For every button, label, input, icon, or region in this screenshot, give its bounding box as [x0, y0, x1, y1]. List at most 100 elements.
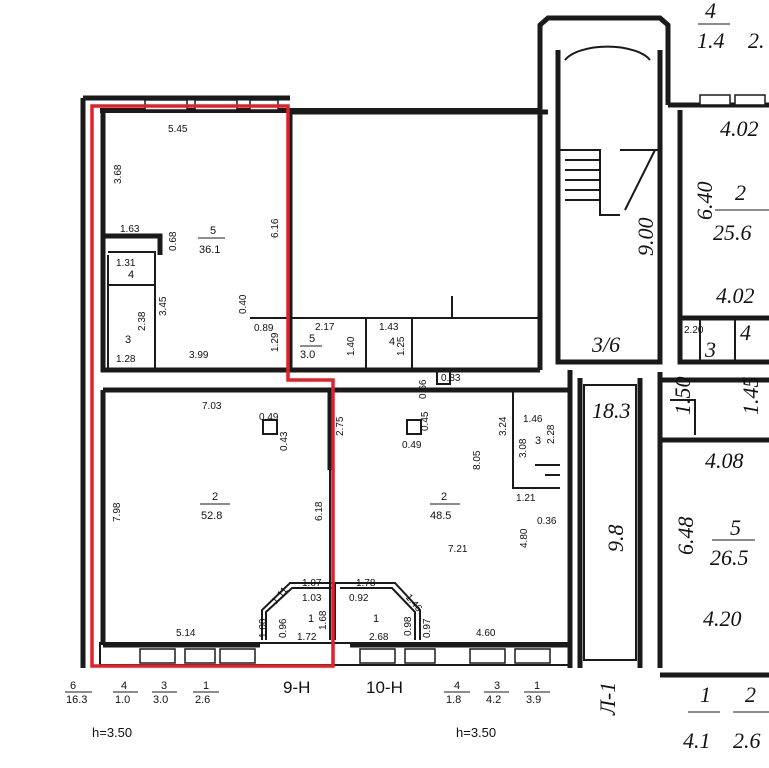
dim-308: 3.08 [518, 438, 529, 458]
right-walls [537, 15, 769, 678]
rb-room2-num: 2 [735, 180, 746, 205]
dim-217: 2.17 [315, 322, 335, 333]
rb-small-n3: 3 [704, 337, 716, 362]
dim-368: 3.68 [113, 164, 124, 184]
rb-room2-h: 6.40 [692, 182, 717, 221]
room-2b-area: 48.5 [430, 510, 451, 522]
room-4b-num: 4 [389, 336, 395, 348]
legend-l-2-num: 3 [161, 680, 167, 692]
legend-l-2-area: 3.0 [153, 694, 168, 706]
dim-111: 1.11 [270, 585, 291, 607]
rb-top-area2: 2. [748, 28, 765, 53]
rb-bottom-2-area: 2.6 [733, 728, 761, 753]
height-right: h=3.50 [456, 725, 496, 740]
dim-480: 4.80 [519, 528, 530, 548]
dim-238: 2.38 [137, 311, 148, 331]
height-left: h=3.50 [92, 725, 132, 740]
dim-097: 0.97 [422, 618, 433, 638]
rb-small-n2: 4 [740, 320, 751, 345]
legend-r-2-area: 3.9 [526, 694, 541, 706]
dim-268: 2.68 [369, 632, 389, 643]
dim-514: 5.14 [176, 628, 196, 639]
room-3a-num: 3 [125, 334, 131, 346]
rb-room2-w: 4.02 [720, 116, 759, 141]
rb-small-w: 4.02 [716, 283, 755, 308]
room-5a-area: 36.1 [199, 244, 220, 256]
dim-146: 1.46 [523, 414, 543, 425]
dim-068: 0.68 [168, 231, 179, 251]
rb-top-num: 4 [705, 0, 716, 23]
dim-460: 4.60 [476, 628, 496, 639]
rb-stair-num: 3/6 [591, 332, 620, 357]
rb-room5-area: 26.5 [710, 545, 749, 570]
dim-163: 1.63 [120, 224, 140, 235]
rb-bottom-1-area: 4.1 [683, 728, 711, 753]
rb-room2-area: 25.6 [713, 220, 752, 245]
unit-9n-highlight [90, 104, 335, 668]
rb-room5-w: 4.08 [705, 448, 744, 473]
dim-178: 1.78 [356, 578, 376, 589]
main-walls [80, 95, 573, 668]
legend-l-0-area: 16.3 [66, 694, 87, 706]
room-labels: 5 36.1 4 3 5 3.0 4 2 52.8 2 48.5 3 1 1 [125, 225, 541, 625]
unit-label-9n: 9-Н [283, 678, 310, 697]
rb-small-n1: 2.20 [684, 325, 704, 336]
right-block-labels: 4 1.4 2. 4.02 6.40 2 25.6 9.00 3/6 4.02 … [591, 0, 769, 753]
dim-121: 1.21 [516, 493, 536, 504]
legend-l-0-num: 6 [70, 680, 76, 692]
rb-room5-w2: 4.20 [703, 606, 742, 631]
dim-128: 1.28 [116, 354, 136, 365]
dim-125: 1.25 [396, 336, 407, 356]
dim-618: 6.18 [314, 501, 325, 521]
dim-140: 1.40 [346, 336, 357, 356]
dim-045: 0.45 [420, 411, 431, 431]
dim-721: 7.21 [448, 544, 468, 555]
dim-049b: 0.49 [402, 440, 422, 451]
rb-top-area: 1.4 [697, 28, 725, 53]
dim-703: 7.03 [202, 401, 222, 412]
dim-036: 0.36 [537, 516, 557, 527]
rb-l1: Л-1 [595, 682, 620, 716]
dim-092: 0.92 [349, 593, 369, 604]
legend-r-1-num: 3 [494, 680, 500, 692]
legend-right: 4 1.8 3 4.2 1 3.9 [444, 680, 550, 706]
dim-228: 2.28 [546, 424, 557, 444]
legend-l-3-area: 2.6 [195, 694, 210, 706]
dim-168a: 1.68 [318, 610, 329, 630]
rb-side-b: 1.50 [670, 377, 695, 416]
room-1b-num: 1 [373, 613, 379, 625]
dim-399: 3.99 [189, 350, 209, 361]
rb-room5-h: 6.48 [673, 517, 698, 556]
room-5b-area: 3.0 [300, 349, 315, 361]
dim-096: 0.96 [278, 618, 289, 638]
dim-275: 2.75 [335, 416, 346, 436]
dim-103: 1.03 [302, 593, 322, 604]
dim-805: 8.05 [472, 450, 483, 470]
dim-143: 1.43 [379, 322, 399, 333]
dim-083: 0.83 [441, 373, 461, 384]
legend-left: 6 16.3 4 1.0 3 3.0 1 2.6 [65, 680, 219, 706]
legend-l-1-area: 1.0 [115, 694, 130, 706]
room-4-num: 4 [128, 269, 134, 281]
rb-bottom-1-num: 1 [700, 682, 711, 707]
dim-345: 3.45 [158, 296, 169, 316]
rb-room5-num: 5 [730, 515, 741, 540]
rb-side-a: 1.45 [738, 377, 763, 416]
legend-l-1-num: 4 [121, 680, 127, 692]
dim-089: 0.89 [254, 323, 274, 334]
dim-066: 0.66 [418, 379, 429, 399]
dim-616: 6.16 [270, 218, 281, 238]
rb-corridor-label: 18.3 [592, 398, 631, 423]
legend-r-1-area: 4.2 [486, 694, 501, 706]
room-3b-num: 3 [535, 435, 541, 447]
dim-798: 7.98 [112, 502, 123, 522]
rb-corridor-label2: 9.8 [603, 525, 628, 553]
dim-040: 0.40 [238, 294, 249, 314]
dim-172: 1.72 [297, 632, 317, 643]
room-2b-num: 2 [441, 491, 447, 503]
dim-098: 0.98 [403, 616, 414, 636]
dimension-labels: 5.45 3.68 1.63 0.68 6.16 1.31 2.38 3.45 … [112, 124, 557, 643]
dim-043: 0.43 [279, 431, 290, 451]
dim-129: 1.29 [270, 332, 281, 352]
